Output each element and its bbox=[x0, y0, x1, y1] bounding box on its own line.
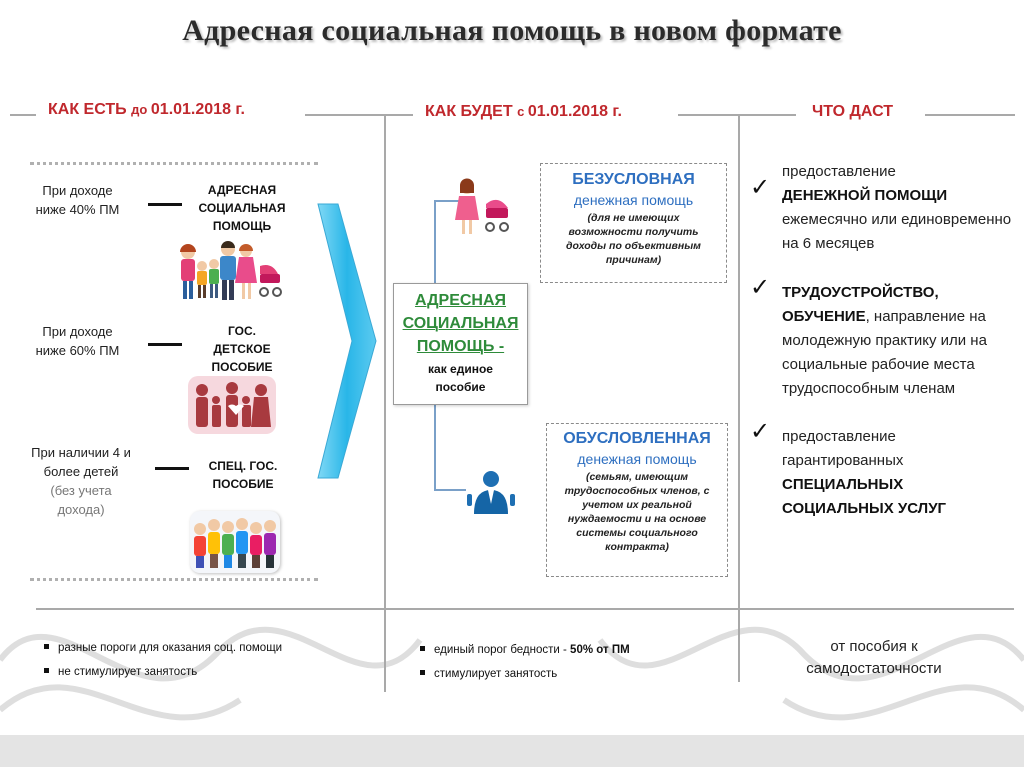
divider-2 bbox=[738, 116, 740, 682]
mother-stroller-icon bbox=[455, 178, 509, 234]
conditional-box: ОБУСЛОВЛЕННАЯ денежная помощь (семьям, и… bbox=[546, 423, 728, 577]
header-line-mid1 bbox=[305, 114, 413, 116]
header-to-be: КАК БУДЕТ с 01.01.2018 г. bbox=[425, 103, 622, 120]
family-silhouette-icon bbox=[188, 376, 276, 434]
connector-top bbox=[434, 200, 466, 202]
header-result: ЧТО ДАСТ bbox=[812, 103, 893, 120]
background-ornament bbox=[0, 626, 1024, 767]
condition-2: При доходе ниже 60% ПМ bbox=[35, 324, 120, 358]
footer-col1-item-1: разные пороги для оказания соц. помощи bbox=[44, 638, 374, 658]
checkmark-icon: ✓ bbox=[750, 174, 771, 201]
connector-bottom bbox=[434, 489, 466, 491]
family-icon bbox=[180, 241, 282, 300]
checkmark-icon: ✓ bbox=[750, 274, 771, 301]
benefit-2: ГОС. ДЕТСКОЕ ПОСОБИЕ bbox=[211, 324, 273, 374]
footer-col3: от пособия к самодостаточности bbox=[806, 638, 942, 677]
dash-3 bbox=[155, 467, 189, 470]
unconditional-box: БЕЗУСЛОВНАЯ денежная помощь (для не имею… bbox=[540, 163, 727, 283]
conditional-subtitle: денежная помощь bbox=[577, 451, 697, 467]
dash-1 bbox=[148, 203, 182, 206]
conditional-title: ОБУСЛОВЛЕННАЯ bbox=[563, 430, 711, 447]
footer-col1-item-2: не стимулирует занятость bbox=[44, 662, 374, 682]
header-line-right bbox=[925, 114, 1015, 116]
chevron-arrow-icon bbox=[317, 203, 377, 479]
worker-icon bbox=[467, 471, 515, 514]
footer-col1: разные пороги для оказания соц. помощи н… bbox=[44, 638, 374, 682]
center-asp-box: АДРЕСНАЯ СОЦИАЛЬНАЯ ПОМОЩЬ - как единое … bbox=[393, 283, 528, 405]
dotted-top bbox=[30, 162, 318, 165]
condition-3: При наличии 4 и более детей (без учета д… bbox=[31, 445, 131, 517]
center-subtitle: как единое пособие bbox=[428, 362, 493, 394]
unconditional-title: БЕЗУСЛОВНАЯ bbox=[572, 171, 695, 188]
divider-1 bbox=[384, 116, 386, 692]
benefit-1: АДРЕСНАЯ СОЦИАЛЬНАЯ ПОМОЩЬ bbox=[198, 183, 286, 233]
children-group-icon bbox=[190, 511, 280, 573]
condition-1: При доходе ниже 40% ПМ bbox=[35, 183, 120, 217]
footer-col2-item-2: стимулирует занятость bbox=[420, 664, 730, 684]
result-item-3: предоставление гарантированных СПЕЦИАЛЬН… bbox=[782, 428, 947, 517]
dash-2 bbox=[148, 343, 182, 346]
header-as-is: КАК ЕСТЬ до 01.01.2018 г. bbox=[48, 101, 245, 118]
conditional-note: (семьям, имеющим трудоспособных членов, … bbox=[564, 471, 710, 553]
footer-col2: единый порог бедности - 50% от ПМ стимул… bbox=[420, 640, 730, 684]
checkmark-icon: ✓ bbox=[750, 418, 771, 445]
result-item-1: предоставление ДЕНЕЖНОЙ ПОМОЩИ ежемесячн… bbox=[782, 163, 1012, 252]
unconditional-note: (для не имеющих возможности получить дох… bbox=[566, 212, 701, 266]
dotted-bottom bbox=[30, 578, 318, 581]
page-title: Адресная социальная помощь в новом форма… bbox=[182, 14, 842, 47]
result-item-2: ТРУДОУСТРОЙСТВО, ОБУЧЕНИЕ, направление н… bbox=[782, 284, 987, 397]
center-title: АДРЕСНАЯ СОЦИАЛЬНАЯ ПОМОЩЬ - bbox=[402, 292, 519, 355]
header-line-mid2 bbox=[678, 114, 796, 116]
header-line-left bbox=[10, 114, 36, 116]
footer-line bbox=[36, 608, 1014, 610]
unconditional-subtitle: денежная помощь bbox=[573, 192, 694, 208]
footer-col2-item-1: единый порог бедности - 50% от ПМ bbox=[420, 640, 730, 660]
benefit-3: СПЕЦ. ГОС. ПОСОБИЕ bbox=[208, 459, 278, 491]
